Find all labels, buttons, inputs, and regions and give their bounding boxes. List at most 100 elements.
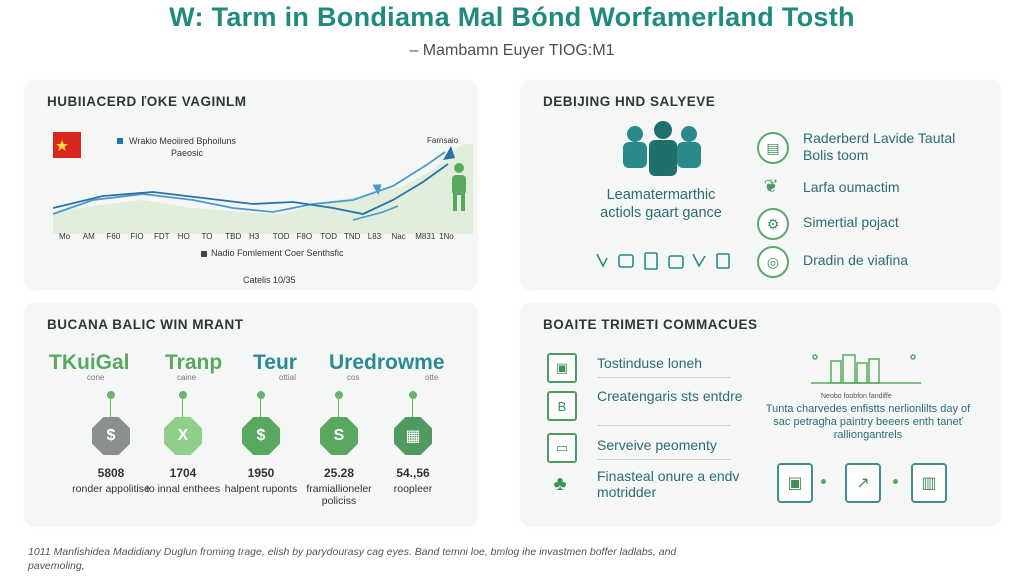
x-tick-label: F8O — [296, 232, 313, 241]
column-1-pin — [107, 391, 115, 399]
page-title: W: Tarm in Bondiama Mal Bónd Worfamerlan… — [169, 2, 855, 32]
commerce-row-3-label: Serveive peomenty — [597, 437, 717, 453]
column-4-title: Uredrowme — [329, 351, 445, 374]
commerce-small-label: Neobo foobfon fandiffe — [821, 393, 892, 400]
debiting-item-2-label: Larfa oumactim — [803, 179, 900, 195]
balance-panel: BUCANA BALIC WIN MRANT TKuiGal cone $ 58… — [25, 303, 477, 525]
column-5-label: roopleer — [393, 483, 433, 495]
column-3-pin — [257, 391, 265, 399]
x-tick-label: 1No — [439, 232, 454, 241]
debiting-item-1[interactable]: ▤ — [757, 132, 789, 164]
x-tick-label: AM — [82, 232, 95, 241]
legend-swatch-bottom — [201, 251, 207, 257]
commerce-panel: BOAITE TRIMETI COMMACUES ▣ Tostinduse lo… — [521, 303, 1000, 525]
column-5-pin — [409, 391, 417, 399]
legend-top-sublabel: Paeosic — [171, 148, 204, 158]
balance-panel-heading: BUCANA BALIC WIN MRANT — [47, 317, 244, 332]
column-5-stem — [412, 399, 413, 417]
leaf-icon: ❦ — [763, 175, 779, 196]
city-skyline-icon — [811, 354, 921, 384]
column-3-title: Teur — [253, 351, 297, 374]
column-4-stem — [338, 399, 339, 417]
trend-panel-heading: HUBIIACERD ľOKE VAGINLM — [47, 94, 247, 109]
x-tick-label: L83 — [367, 232, 382, 241]
column-3-subtitle: ottial — [279, 373, 296, 382]
trend-panel: HUBIIACERD ľOKE VAGINLM Wrakio Meoiired … — [25, 80, 477, 288]
arrow-head-1 — [372, 184, 382, 196]
column-1-label: ronder appolitise — [72, 483, 150, 495]
column-2-stat: 1704 — [169, 466, 197, 480]
people-group-icon — [623, 121, 701, 176]
column-2-pin — [179, 391, 187, 399]
building-icon: ▦ — [394, 417, 432, 455]
column-3-stem — [260, 399, 261, 417]
commerce-row-1-label: Tostinduse loneh — [597, 355, 703, 371]
gear-icon: ⚙ — [757, 208, 789, 240]
debiting-item-3-label: Simertial pojact — [803, 214, 899, 230]
column-4-subtitle: cos — [347, 373, 360, 382]
chart-line-third — [352, 205, 399, 221]
ledger-icon: B — [547, 391, 577, 421]
trend-line-chart — [53, 144, 473, 234]
chart-callout: Farnsaio — [427, 136, 459, 145]
debiting-item-3[interactable]: ⚙ — [757, 208, 789, 240]
debiting-panel-heading: DEBIJING HND SALYEVE — [543, 94, 716, 109]
column-1-subtitle: cone — [87, 373, 105, 382]
column-1-stat: 5808 — [97, 466, 125, 480]
badge-icon: ◎ — [757, 246, 789, 278]
column-5-subtitle: otte — [425, 373, 439, 382]
chart-up-icon[interactable]: ↗ — [845, 463, 881, 503]
debiting-item-1-label: Raderberd Lavide Tautal Bolis toom — [803, 130, 956, 163]
dot-icon — [821, 479, 826, 484]
column-2-stem — [182, 399, 183, 417]
person-icon — [452, 163, 466, 211]
debiting-panel: DEBIJING HND SALYEVE Leamatermarthic act… — [521, 80, 1000, 288]
column-4-pin — [335, 391, 343, 399]
legend-swatch-top — [117, 138, 123, 144]
x-tick-label: FDT — [154, 232, 170, 241]
x-tick-label: FIO — [130, 232, 144, 241]
column-4-stat: 25.28 — [323, 466, 355, 480]
x-tick-label: H3 — [249, 232, 260, 241]
legend-bottom-label: Nadio Fomlement Coer Senthsfic — [211, 248, 344, 258]
divider — [597, 425, 731, 426]
x-tick-label: M831 — [415, 232, 436, 241]
x-tick-label: F60 — [106, 232, 121, 241]
commerce-row-4[interactable]: ♣ — [547, 471, 573, 497]
small-icons-row — [596, 252, 730, 270]
debiting-item-4-label: Dradin de viafina — [803, 252, 909, 268]
debiting-item-4[interactable]: ◎ — [757, 246, 789, 278]
x-tick-label: HO — [177, 232, 190, 241]
x-tick-label: TOD — [272, 232, 290, 241]
x-tick-label: TOD — [320, 232, 337, 241]
dot-icon — [893, 479, 898, 484]
document-icon: ▣ — [547, 353, 577, 383]
column-5-stat: 54.,56 — [396, 466, 430, 480]
column-3-stat: 1950 — [247, 466, 275, 480]
commerce-row-1[interactable]: ▣ — [547, 353, 577, 383]
column-1-title: TKuiGal — [49, 351, 130, 374]
debiting-item-2[interactable]: ❦ — [757, 172, 785, 200]
x-tick-label: TND — [344, 232, 361, 241]
x-tick-label: Mo — [59, 232, 71, 241]
column-1-stem — [110, 399, 111, 417]
commerce-row-4-label: Finasteal onure a endv motridder — [597, 468, 740, 500]
x-tick-label: Nac — [391, 232, 406, 241]
chart-line-dark — [53, 163, 449, 215]
debiting-center-text: Leamatermarthic actiols gaart gance — [600, 187, 722, 221]
bar-chart-icon[interactable]: ▥ — [911, 463, 947, 503]
commerce-row-3[interactable]: ▭ — [547, 433, 577, 463]
footnote: 1011 Manfishidea Madidiany Duglun fromin… — [28, 546, 677, 572]
dollar-icon: $ — [92, 417, 130, 455]
commerce-right-text: Tunta charvedes enfistts nerlionlilts da… — [765, 403, 971, 441]
page-subtitle: – Mambamn Euyer TIOG:M1 — [409, 42, 615, 59]
wallet-icon: ▭ — [547, 433, 577, 463]
divider — [597, 459, 731, 460]
column-3-label: halpent ruponts — [224, 483, 298, 495]
flag-icon — [53, 132, 81, 158]
chart-caption: Catelis 10/35 — [243, 275, 296, 285]
commerce-row-2[interactable]: B — [547, 391, 577, 421]
chart-line-light — [53, 151, 446, 215]
tablet-icon[interactable]: ▣ — [777, 463, 813, 503]
coin-icon: S — [320, 417, 358, 455]
